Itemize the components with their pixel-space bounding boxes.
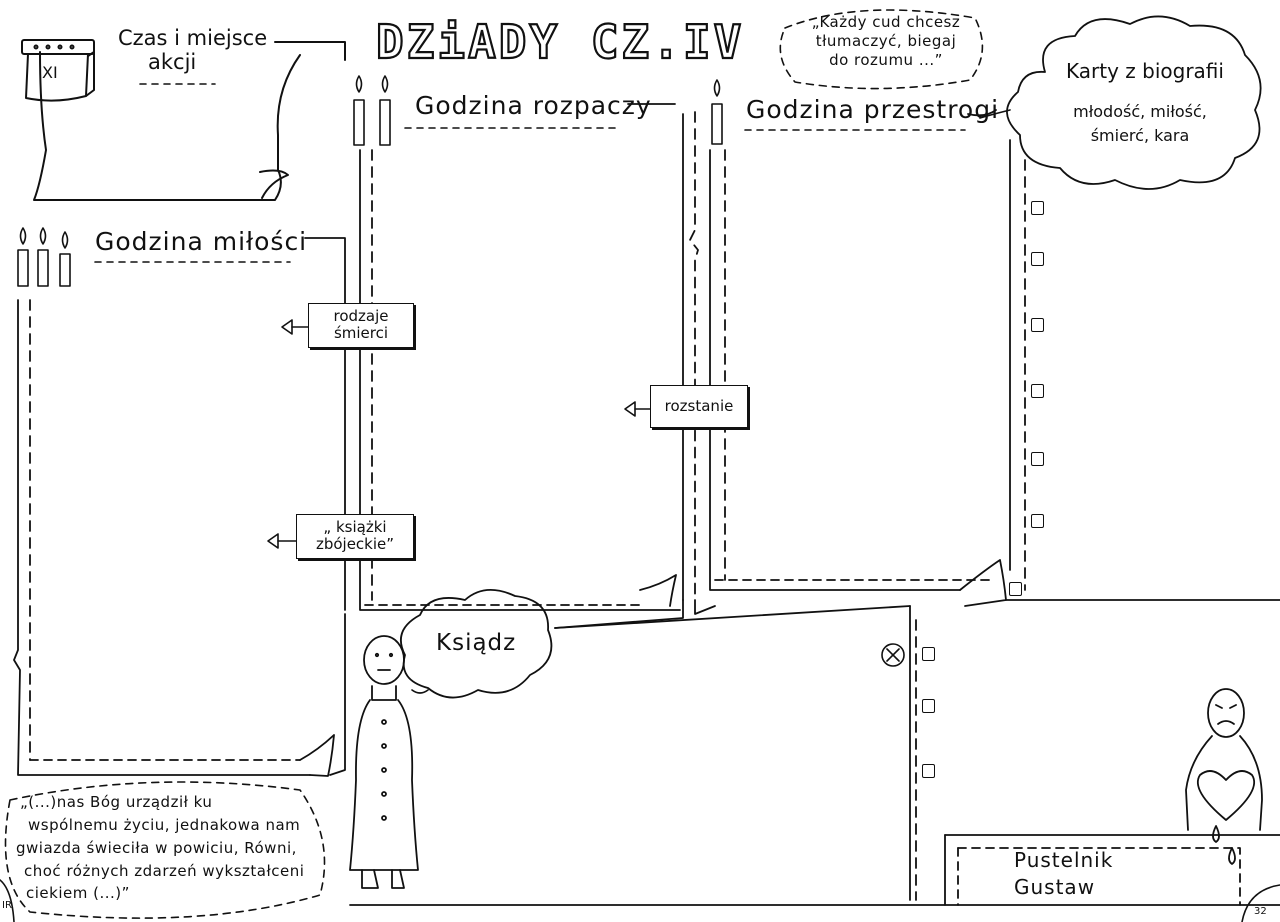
- despair-box: [359, 111, 699, 611]
- priest-cloud-shape: [400, 589, 553, 699]
- quote-top-oval: [779, 9, 984, 90]
- quote-bottom-line1: „(...)nas Bóg urządził ku: [20, 793, 213, 811]
- checkbox-middle-1[interactable]: [922, 647, 935, 661]
- quote-bottom-oval: [4, 781, 326, 919]
- checkbox-biography-1[interactable]: [1031, 201, 1044, 215]
- tag-books-line1: „ książki: [323, 518, 387, 536]
- page-title: DZiADY CZ.IV: [375, 15, 745, 70]
- time-place-paper: [33, 41, 346, 201]
- checkbox-biography-4[interactable]: [1031, 384, 1044, 398]
- quote-top-line1: „Każdy cud chcesz: [811, 13, 961, 31]
- biography-cloud-shape: [1006, 15, 1262, 190]
- hermit-label-line1: Pustelnik: [1014, 848, 1114, 872]
- hermit-label-line2: Gustaw: [1014, 875, 1096, 899]
- tag-death-types-line2: śmierci: [333, 324, 389, 343]
- tag-books: „ książki zbójeckie”: [296, 514, 414, 559]
- checkbox-middle-2[interactable]: [922, 699, 935, 713]
- biography-line1: młodość, miłość,: [1073, 102, 1207, 121]
- quote-top-line3: do rozumu ...”: [829, 51, 943, 69]
- tag-parting: rozstanie: [650, 385, 748, 429]
- checkbox-biography-3[interactable]: [1031, 318, 1044, 332]
- quote-bottom-line2: wspólnemu życiu, jednakowa nam: [28, 816, 301, 834]
- calendar-mark: XI: [42, 63, 58, 82]
- circled-x-icon: [881, 643, 905, 667]
- quote-bottom-line5: ciekiem (...)”: [26, 884, 130, 902]
- checkbox-biography-5[interactable]: [1031, 452, 1044, 466]
- tag-death-types-line1: rodzaje: [333, 307, 389, 325]
- candle-warning-icon: [711, 79, 723, 145]
- heading-despair: Godzina rozpaczy: [415, 91, 652, 120]
- hermit-figure-icon: [1185, 688, 1263, 865]
- priest-label: Ksiądz: [436, 630, 517, 656]
- candles-love-icon: [17, 227, 71, 287]
- checkbox-biography-7[interactable]: [1009, 582, 1022, 596]
- biography-title: Karty z biografii: [1066, 59, 1224, 83]
- tag-books-line2: zbójeckie”: [315, 535, 395, 554]
- priest-figure-icon: [349, 635, 419, 889]
- quote-bottom-line3: gwiazda świeciła w powiciu, Równi,: [16, 839, 297, 857]
- time-place-label-line2: akcji: [148, 50, 197, 74]
- page-number: 32: [1254, 906, 1267, 917]
- tag-parting-label: rozstanie: [664, 397, 734, 415]
- priest-box: [349, 605, 1280, 906]
- calendar-icon: [21, 39, 95, 102]
- footer-code: IR: [2, 900, 12, 911]
- checkbox-middle-3[interactable]: [922, 764, 935, 778]
- time-place-label-line1: Czas i miejsce: [118, 26, 268, 50]
- heading-love: Godzina miłości: [95, 227, 308, 256]
- quote-bottom-line4: choć różnych zdarzeń wykształceni: [24, 862, 305, 880]
- checkbox-biography-2[interactable]: [1031, 252, 1044, 266]
- biography-line2: śmierć, kara: [1090, 126, 1190, 145]
- quote-top-line2: tłumaczyć, biegaj: [815, 32, 957, 50]
- heading-warning: Godzina przestrogi: [746, 95, 1000, 124]
- warning-box: [709, 139, 1026, 607]
- checkbox-biography-6[interactable]: [1031, 514, 1044, 528]
- candles-despair-icon: [353, 75, 391, 146]
- tag-death-types: rodzaje śmierci: [308, 303, 414, 348]
- love-box: [13, 299, 346, 777]
